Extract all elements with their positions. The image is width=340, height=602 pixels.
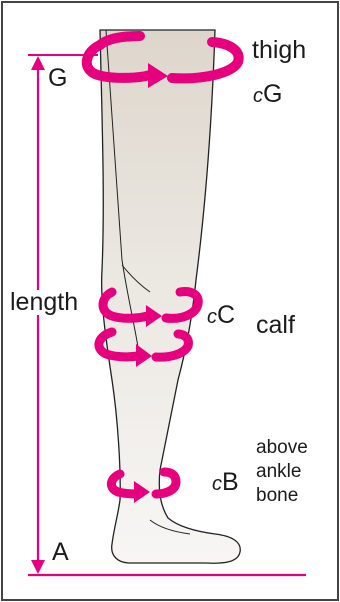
ankle-description: above ankle bone [256, 436, 308, 507]
ankle-line-1: above [256, 436, 308, 460]
ankle-line-3: bone [256, 484, 308, 508]
ankle-line-2: ankle [256, 460, 308, 484]
thigh-code-prefix: c [253, 85, 263, 107]
calf-code: cC [207, 303, 235, 328]
thigh-code-letter: G [263, 80, 282, 108]
thigh-label: thigh [252, 38, 306, 63]
length-label: length [10, 290, 78, 315]
calf-label: calf [256, 313, 295, 338]
ankle-code-prefix: c [212, 473, 222, 495]
point-g-label: G [48, 66, 67, 91]
ankle-code-letter: B [222, 468, 239, 496]
point-a-label: A [52, 540, 69, 565]
calf-code-letter: C [217, 301, 235, 329]
calf-code-prefix: c [207, 306, 217, 328]
ankle-code: cB [212, 470, 239, 495]
thigh-code: cG [253, 82, 282, 107]
